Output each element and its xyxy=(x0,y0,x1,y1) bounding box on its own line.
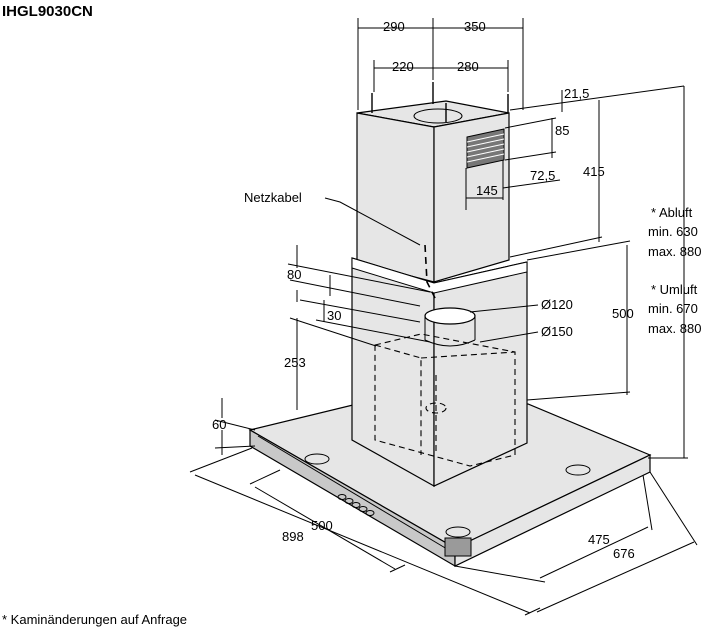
umluft-label: * Umluft xyxy=(651,282,698,297)
dim-72-5: 72,5 xyxy=(530,168,555,183)
dim-280: 280 xyxy=(457,59,479,74)
dim-21-5: 21,5 xyxy=(564,86,589,101)
abluft-min: min. 630 xyxy=(648,224,698,239)
dim-350: 350 xyxy=(464,19,486,34)
dim-60: 60 xyxy=(212,417,226,432)
dim-80: 80 xyxy=(287,267,301,282)
dim-diameter-120: Ø120 xyxy=(541,297,573,312)
dim-290: 290 xyxy=(383,19,405,34)
umluft-max: max. 880 xyxy=(648,321,701,336)
dim-500-right: 500 xyxy=(612,306,634,321)
dim-diameter-150: Ø150 xyxy=(541,324,573,339)
control-buttons xyxy=(337,494,375,516)
chimney-lower xyxy=(351,257,528,488)
umluft-min: min. 670 xyxy=(648,301,698,316)
chimney-upper xyxy=(356,82,510,283)
dim-898: 898 xyxy=(282,529,304,544)
lamps xyxy=(304,453,591,538)
dim-500-front: 500 xyxy=(311,518,333,533)
abluft-label: * Abluft xyxy=(651,205,693,220)
footnote: * Kaminänderungen auf Anfrage xyxy=(2,612,187,627)
netzkabel-label: Netzkabel xyxy=(244,190,302,205)
dim-415: 415 xyxy=(583,164,605,179)
dim-145: 145 xyxy=(476,183,498,198)
abluft-max: max. 880 xyxy=(648,244,701,259)
dim-253: 253 xyxy=(284,355,306,370)
dim-676: 676 xyxy=(613,546,635,561)
dim-220: 220 xyxy=(392,59,414,74)
dashed-interior xyxy=(374,244,516,467)
dimension-labels: 290 350 220 280 21,5 85 415 72,5 145 Net… xyxy=(212,19,701,561)
model-title: IHGL9030CN xyxy=(2,3,93,20)
vent-grille xyxy=(466,128,505,169)
dim-30: 30 xyxy=(327,308,341,323)
dim-475: 475 xyxy=(588,532,610,547)
dimension-lines xyxy=(189,18,698,616)
dim-85: 85 xyxy=(555,123,569,138)
